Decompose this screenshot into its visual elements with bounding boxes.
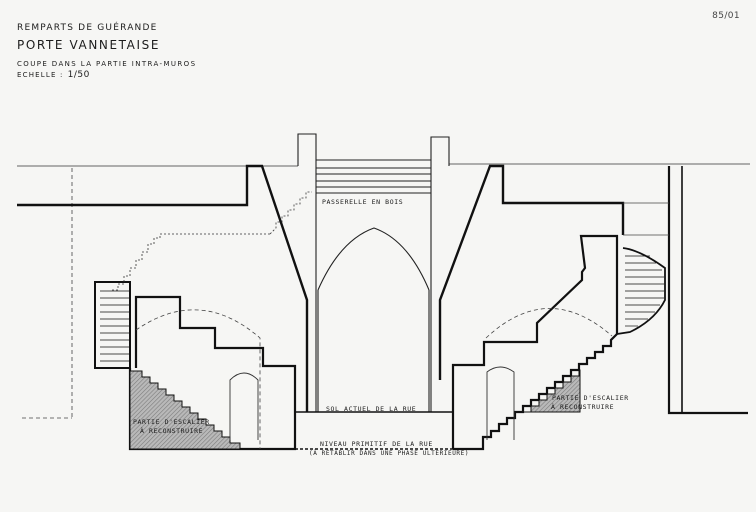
left-upper-stair	[94, 281, 131, 369]
title-scale: Echelle :1/50	[17, 70, 90, 80]
right-door-opening	[486, 366, 515, 440]
scale-value: 1/50	[67, 70, 90, 80]
label-retablir: (à rétablir dans une phase ultérieure)	[309, 450, 470, 457]
title-gate: Porte Vannetaise	[17, 38, 161, 52]
left-rampart-profile	[17, 164, 309, 412]
left-dashed-stair	[112, 191, 312, 291]
scale-prefix: Echelle :	[17, 71, 64, 79]
title-site: Remparts de Guérande	[17, 23, 158, 33]
sheet-reference: 85/01	[712, 11, 740, 21]
left-door-opening	[229, 372, 259, 440]
label-niveau-primitif: Niveau primitif de la rue	[320, 440, 433, 448]
left-dashed-outline	[22, 168, 73, 419]
right-far-wall	[667, 166, 748, 415]
street-levels	[295, 411, 453, 450]
left-chamber-profile	[128, 295, 297, 451]
left-vault-dashed	[135, 309, 261, 449]
right-rampart-profile	[438, 164, 625, 380]
label-escalier-right-2: à reconstruire	[551, 403, 615, 411]
top-level-line	[17, 163, 750, 167]
label-escalier-left-2: à reconstruire	[140, 427, 204, 435]
label-escalier-right-1: Partie d'escalier	[552, 394, 629, 402]
right-vault-dashed	[485, 308, 613, 339]
label-passerelle: Passerelle en bois	[322, 198, 404, 206]
label-escalier-left-1: Partie d'escalier	[133, 418, 210, 426]
right-inner-outline	[623, 202, 669, 236]
label-sol-actuel: Sol actuel de la rue	[326, 405, 417, 413]
right-upper-stair	[616, 247, 666, 335]
right-chamber-profile	[451, 234, 619, 451]
central-gate	[297, 133, 450, 412]
left-stair-to-rebuild	[129, 370, 241, 450]
right-stair-to-rebuild	[524, 369, 581, 413]
title-section: Coupe dans la partie intra-muros	[17, 60, 197, 68]
